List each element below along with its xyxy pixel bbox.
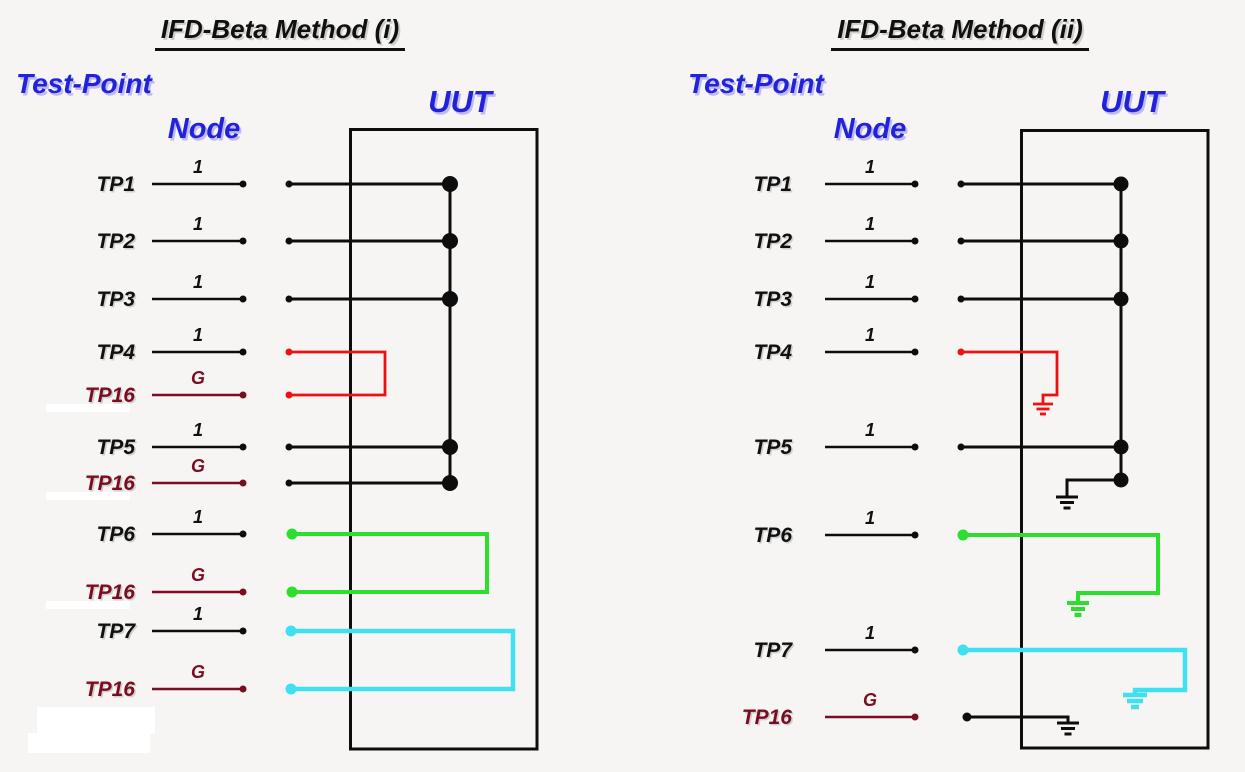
tp-label: TP4: [753, 341, 792, 364]
ground-symbol-green: [1067, 601, 1089, 617]
ground-symbol-cyan: [1123, 692, 1147, 710]
diagram-left: [152, 128, 539, 751]
node-value: 1: [864, 420, 875, 440]
tp-label: TP16: [84, 384, 135, 407]
tp-label: TP3: [96, 288, 135, 311]
node-value: 1: [864, 157, 875, 177]
node-value: 1: [192, 214, 203, 234]
node-value: 1: [192, 272, 203, 292]
test-point-header-left: Test-Point: [16, 68, 152, 99]
node-value: 1: [192, 325, 203, 345]
tp-label: TP1: [96, 173, 135, 196]
green-jumper-left: [286, 528, 489, 598]
node-value: G: [190, 456, 205, 476]
test-point-header-right: Test-Point: [688, 68, 824, 99]
bus-ground-branch: [1056, 472, 1129, 510]
node-value: 1: [192, 157, 203, 177]
tp-label: TP2: [96, 230, 135, 253]
node-value: G: [190, 368, 205, 388]
tp-label: TP1: [753, 173, 792, 196]
tp-label: TP16: [84, 472, 135, 495]
node-header-right: Node: [833, 113, 907, 145]
node-value: G: [862, 690, 877, 710]
whiteout-patch: [46, 404, 130, 412]
node-header-left: Node: [167, 113, 241, 145]
tp-label: TP5: [96, 436, 135, 459]
whiteout-patch: [46, 492, 130, 500]
uut-header-right: UUT: [1100, 84, 1164, 119]
node-value: 1: [192, 507, 203, 527]
whiteout-patch: [37, 707, 155, 734]
bus-wires-right: [957, 176, 1129, 455]
node-value: 1: [192, 420, 203, 440]
ground-symbol-black-bus: [1056, 495, 1078, 510]
bus-wires-left: [285, 176, 458, 491]
node-stubs-right: [825, 180, 919, 721]
tp-label: TP6: [753, 524, 792, 547]
node-value: 1: [864, 272, 875, 292]
node-value: 1: [864, 623, 875, 643]
tp-label: TP16: [84, 678, 135, 701]
whiteout-patch: [46, 601, 130, 609]
node-value: G: [190, 565, 205, 585]
cyan-ground-wire: [957, 644, 1188, 710]
title-method-i: IFD-Beta Method (i): [105, 14, 455, 51]
green-ground-wire: [957, 529, 1160, 617]
tp-label: TP6: [96, 523, 135, 546]
tp-label: TP16: [741, 706, 792, 729]
node-value: G: [190, 662, 205, 682]
node-value: 1: [192, 604, 203, 624]
uut-box-right: [1020, 129, 1210, 750]
node-stubs-left: [152, 180, 247, 693]
node-value: 1: [864, 214, 875, 234]
uut-header-left: UUT: [428, 84, 492, 119]
cyan-jumper-left: [285, 625, 516, 695]
ground-symbol-red: [1033, 402, 1053, 416]
tp-label: TP16: [84, 581, 135, 604]
node-value: 1: [864, 325, 875, 345]
ground-symbol-black-tp16: [1057, 721, 1079, 736]
tp-label: TP2: [753, 230, 792, 253]
red-ground-wire: [957, 348, 1059, 416]
tp16-ground-wire: [962, 712, 1079, 736]
uut-box-left: [349, 128, 539, 751]
title-method-ii: IFD-Beta Method (ii): [785, 14, 1135, 51]
tp-label: TP4: [96, 341, 135, 364]
whiteout-patch: [28, 733, 150, 753]
tp-label: TP3: [753, 288, 792, 311]
tp-label: TP5: [753, 436, 792, 459]
node-value: 1: [864, 508, 875, 528]
red-jumper-left: [285, 348, 387, 399]
tp-label: TP7: [96, 620, 135, 643]
diagram-right: [825, 129, 1210, 750]
tp-label: TP7: [753, 639, 792, 662]
